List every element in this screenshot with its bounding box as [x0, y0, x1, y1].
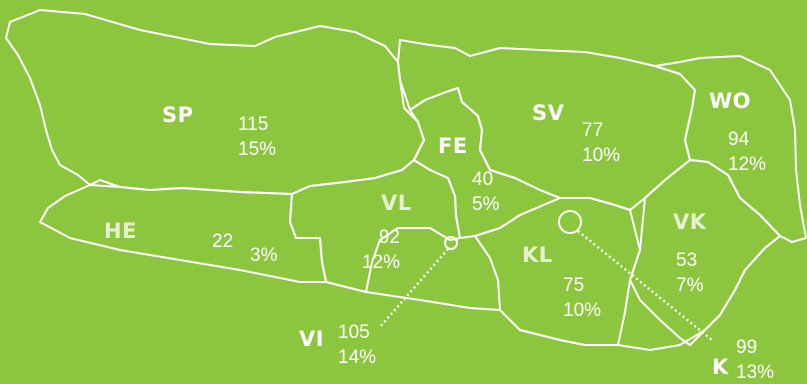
district-code-vi: VI [299, 327, 325, 351]
district-stats-sp: 115 15% [238, 112, 276, 162]
district-count-wo: 94 [728, 129, 750, 150]
district-stats-vi: 105 14% [338, 320, 376, 370]
district-count-sp: 115 [238, 114, 269, 135]
district-boundary-sv [397, 39, 696, 211]
district-share-vi: 14% [338, 347, 377, 368]
district-share-kl: 10% [563, 300, 602, 321]
district-stats-kl: 75 10% [563, 273, 601, 323]
district-boundary-he [39, 184, 327, 283]
district-share-sp: 15% [238, 139, 277, 160]
district-code-kl: KL [522, 243, 553, 267]
district-count-sv: 77 [582, 120, 604, 141]
marker-k [558, 210, 582, 234]
district-code-sp: SP [162, 103, 194, 127]
district-share-fe: 5% [472, 194, 500, 215]
district-boundary-wo [654, 55, 807, 243]
district-code-sv: SV [532, 101, 565, 125]
district-boundary-vk [629, 159, 781, 346]
district-boundary-kl [474, 197, 641, 346]
district-share-k: 13% [736, 362, 775, 383]
district-count-vl: 92 [378, 227, 400, 248]
district-share-he: 3% [250, 245, 278, 266]
district-share-vk: 7% [676, 275, 704, 296]
district-count-kl: 75 [563, 275, 585, 296]
district-share-sv: 10% [582, 145, 621, 166]
leader-line-vi [379, 248, 449, 328]
leader-line-k [577, 230, 713, 341]
district-code-vk: VK [673, 210, 707, 234]
district-boundary-south [325, 235, 781, 351]
district-code-vl: VL [381, 191, 412, 215]
district-stats-wo: 94 12% [728, 127, 766, 177]
district-stats-k: 99 13% [736, 335, 774, 384]
district-share-vl: 12% [361, 252, 400, 273]
district-boundary-sp [5, 9, 425, 195]
district-code-he: HE [104, 219, 137, 243]
district-stats-fe: 40 5% [472, 167, 499, 217]
district-count-fe: 40 [472, 169, 494, 190]
district-code-wo: WO [709, 89, 752, 113]
district-share-wo: 12% [728, 154, 767, 175]
district-stats-sv: 77 10% [582, 118, 620, 168]
district-stats-vl: 92 12% [345, 225, 400, 275]
district-boundary-vl [289, 159, 461, 293]
district-code-k: K [712, 355, 729, 379]
district-count-vk: 53 [676, 250, 698, 271]
district-code-fe: FE [438, 134, 468, 158]
marker-vi [444, 236, 458, 250]
district-count-vi: 105 [338, 322, 370, 343]
district-count-he: 22 [212, 231, 234, 252]
district-count-k: 99 [736, 337, 758, 358]
district-stats-vk: 53 7% [676, 248, 703, 298]
